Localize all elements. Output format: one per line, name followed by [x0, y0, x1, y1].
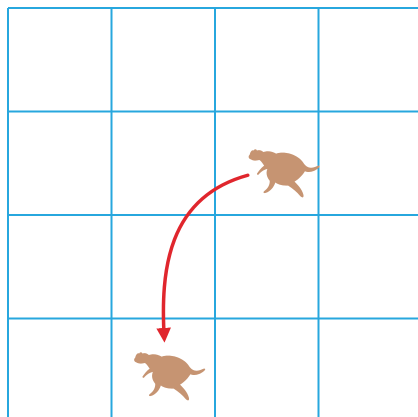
curved-arrow-icon — [163, 175, 247, 338]
kangaroo-icon — [134, 352, 205, 400]
grid-lines — [8, 8, 418, 417]
kangaroo-icon — [249, 149, 320, 197]
kangaroo-layer — [134, 149, 320, 400]
